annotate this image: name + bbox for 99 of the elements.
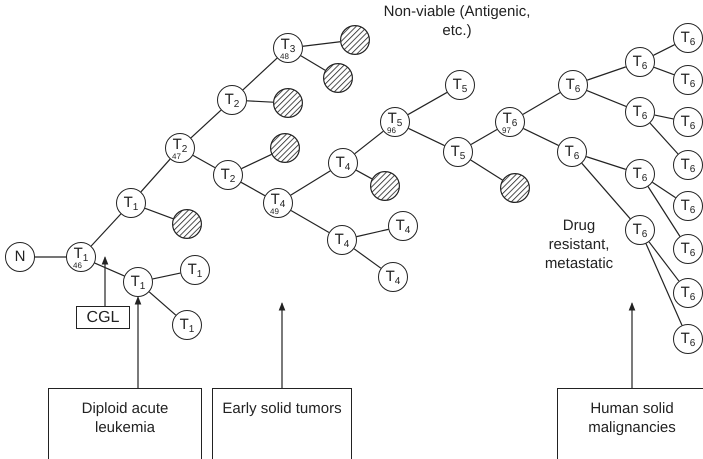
clone-label: T$_{5}$: [452, 77, 468, 92]
chromosome-count: 46: [73, 262, 82, 270]
lineage-line: [646, 243, 682, 326]
clone-label: T$_{1}$: [74, 246, 90, 261]
clone-label: T$_{6}$: [680, 157, 696, 172]
category-box: [48, 388, 202, 459]
lineage-line: [356, 228, 389, 238]
lineage-line: [290, 170, 331, 196]
clone-label: T$_{6}$: [564, 77, 582, 92]
clone-label: T$_{6}$: [680, 114, 696, 129]
lineage-line: [522, 92, 560, 115]
hatched-circle: [340, 25, 370, 55]
lineage-line: [94, 262, 124, 277]
lineage-line: [241, 154, 272, 170]
clone-label: T$_{2}$: [172, 137, 188, 152]
clone-label: T$_{5}$: [450, 144, 466, 159]
chromosome-count: 47: [172, 153, 181, 161]
lineage-line: [650, 122, 678, 154]
clone-label: T$_{6}$: [632, 222, 648, 237]
category-box: [557, 388, 703, 459]
hatched-circle: [370, 171, 400, 201]
chromosome-count: 96: [387, 127, 396, 135]
lineage-line: [354, 248, 382, 269]
lineage-line: [140, 158, 170, 192]
lineage-line: [648, 186, 680, 237]
clone-label: T$_{6}$: [502, 111, 518, 126]
chromosome-count: 48: [280, 53, 289, 61]
lineage-line: [152, 272, 180, 280]
clone-label: T$_{1}$: [186, 262, 204, 277]
arrow: [102, 256, 108, 306]
lineage-line: [408, 92, 448, 116]
hatched-circle: [270, 133, 300, 163]
lineage-line: [242, 58, 278, 90]
lineage-line: [581, 162, 631, 220]
lineage-line: [192, 154, 216, 168]
clone-label: N: [14, 249, 26, 264]
lineage-line: [354, 130, 384, 154]
lineage-line: [652, 182, 676, 198]
box-label: Human solid malignancies: [587, 399, 677, 437]
hatched-circle: [500, 173, 530, 203]
annotation-text: Non-viable (Antigenic, etc.): [382, 2, 532, 40]
lineage-line: [654, 114, 674, 120]
lineage-line: [586, 66, 626, 81]
lineage-line: [470, 160, 503, 180]
clone-label: T$_{4}$: [334, 155, 352, 170]
hatched-circle: [172, 209, 202, 239]
clone-label: T$_{4}$: [394, 218, 412, 233]
lineage-line: [302, 41, 340, 47]
lineage-line: [90, 214, 122, 246]
clone-label: T$_{2}$: [220, 167, 236, 182]
clone-label: T$_{2}$: [224, 92, 240, 107]
arrow: [628, 302, 636, 388]
clone-label: T$_{3}$: [280, 37, 296, 52]
arrow: [278, 302, 286, 388]
clone-label: T$_{6}$: [632, 166, 648, 181]
lineage-line: [408, 128, 445, 146]
clone-label: T$_{4}$: [384, 269, 402, 284]
lineage-line: [240, 182, 266, 196]
lineage-line: [648, 242, 680, 282]
lineage-line: [300, 55, 326, 71]
clone-label: T$_{6}$: [680, 241, 696, 256]
clone-label: T$_{1}$: [178, 317, 196, 332]
lineage-line: [246, 100, 274, 103]
box-label: CGL: [86, 308, 120, 328]
lineage-line: [470, 128, 498, 146]
clone-label: T$_{6}$: [680, 331, 696, 346]
clone-label: T$_{6}$: [680, 285, 696, 300]
box-label: Diploid acute leukemia: [80, 399, 170, 437]
lineage-line: [654, 66, 674, 76]
lineage-line: [356, 170, 372, 180]
clone-label: T$_{5}$: [388, 111, 404, 126]
clone-label: T$_{1}$: [130, 274, 146, 289]
clone-label: T$_{6}$: [680, 30, 696, 45]
clone-label: T$_{6}$: [632, 54, 648, 69]
lineage-line: [586, 156, 626, 170]
clone-label: T$_{4}$: [334, 232, 350, 247]
clone-label: T$_{6}$: [680, 198, 696, 213]
box-label: Early solid tumors: [221, 399, 343, 418]
chromosome-count: 49: [270, 208, 279, 216]
hatched-circle: [273, 88, 303, 118]
hatched-circle: [323, 63, 353, 93]
clone-label: T$_{6}$: [632, 104, 648, 119]
lineage-line: [190, 110, 222, 138]
lineage-line: [144, 208, 174, 220]
lineage-line: [586, 90, 626, 107]
lineage-line: [35, 256, 66, 258]
clone-label: T$_{4}$: [270, 192, 286, 207]
lineage-line: [148, 291, 176, 316]
lineage-line: [653, 44, 675, 56]
lineage-line: [290, 210, 330, 234]
arrow: [134, 296, 142, 388]
chromosome-count: 97: [502, 127, 511, 135]
clone-label: T$_{6}$: [680, 72, 696, 87]
clone-label: T$_{6}$: [564, 144, 580, 159]
lineage-line: [523, 128, 559, 146]
clone-label: T$_{1}$: [122, 195, 140, 210]
annotation-text: Drug resistant, metastatic: [544, 216, 614, 273]
category-box: [212, 388, 352, 459]
tag-box: [76, 306, 130, 329]
